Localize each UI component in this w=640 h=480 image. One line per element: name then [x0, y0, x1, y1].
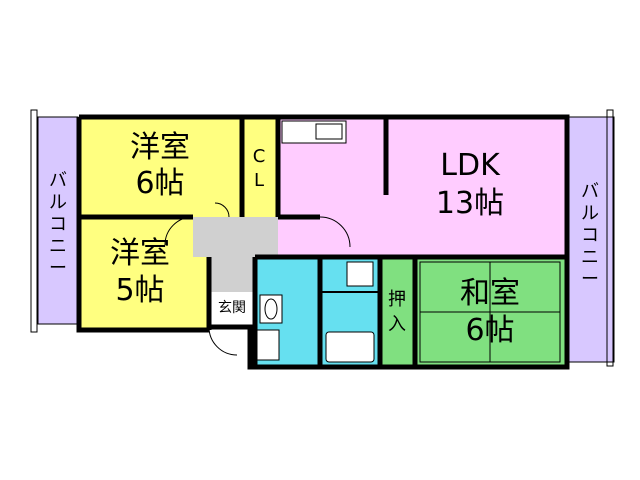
western-room-6-name: 洋室	[130, 130, 190, 165]
closet-label-c: C	[253, 146, 266, 167]
svg-text:ル: ル	[49, 192, 67, 213]
balcony-left	[37, 116, 79, 325]
balcony-left-rail	[30, 109, 38, 333]
svg-text:ル: ル	[581, 203, 599, 224]
door-swings	[164, 202, 351, 356]
oshiire	[380, 257, 415, 367]
svg-text:ニ: ニ	[581, 247, 599, 268]
western-room-5-size: 5帖	[115, 273, 164, 308]
balcony-right-rail	[606, 109, 614, 367]
svg-text:バ: バ	[49, 170, 67, 191]
balcony-right	[566, 116, 615, 363]
western-room-5	[79, 217, 209, 330]
washbasin-icon	[259, 294, 283, 324]
ldk-name: LDK	[440, 148, 501, 183]
japanese-room-name: 和室	[460, 276, 520, 311]
entrance	[209, 292, 255, 327]
svg-text:バ: バ	[581, 181, 599, 202]
balcony-left-label: バ ル コ ニ ー	[49, 170, 67, 279]
svg-text:ー: ー	[49, 258, 67, 279]
closet-cl	[242, 117, 278, 217]
svg-text:コ: コ	[581, 225, 599, 246]
svg-text:ニ: ニ	[49, 236, 67, 257]
svg-text:コ: コ	[49, 214, 67, 235]
toilet-fixture	[346, 261, 374, 287]
balcony-right-label: バ ル コ ニ ー	[581, 181, 599, 290]
japanese-room-size: 6帖	[465, 313, 514, 348]
walls	[76, 114, 570, 370]
svg-text:ー: ー	[581, 269, 599, 290]
western-room-6	[79, 117, 242, 217]
washbasin-bowl-icon	[264, 298, 278, 320]
sink-icon	[315, 123, 343, 140]
closet-label-l: L	[254, 170, 264, 191]
oshiire-label-2: 入	[388, 314, 406, 335]
shoe-cabinet	[254, 329, 280, 361]
entrance-label: 玄関	[218, 299, 246, 316]
bathtub-icon	[325, 331, 375, 363]
oshiire-label-1: 押	[388, 289, 406, 310]
western-room-6-size: 6帖	[135, 166, 184, 201]
ldk-size: 13帖	[436, 186, 504, 221]
western-room-5-name: 洋室	[110, 236, 170, 271]
